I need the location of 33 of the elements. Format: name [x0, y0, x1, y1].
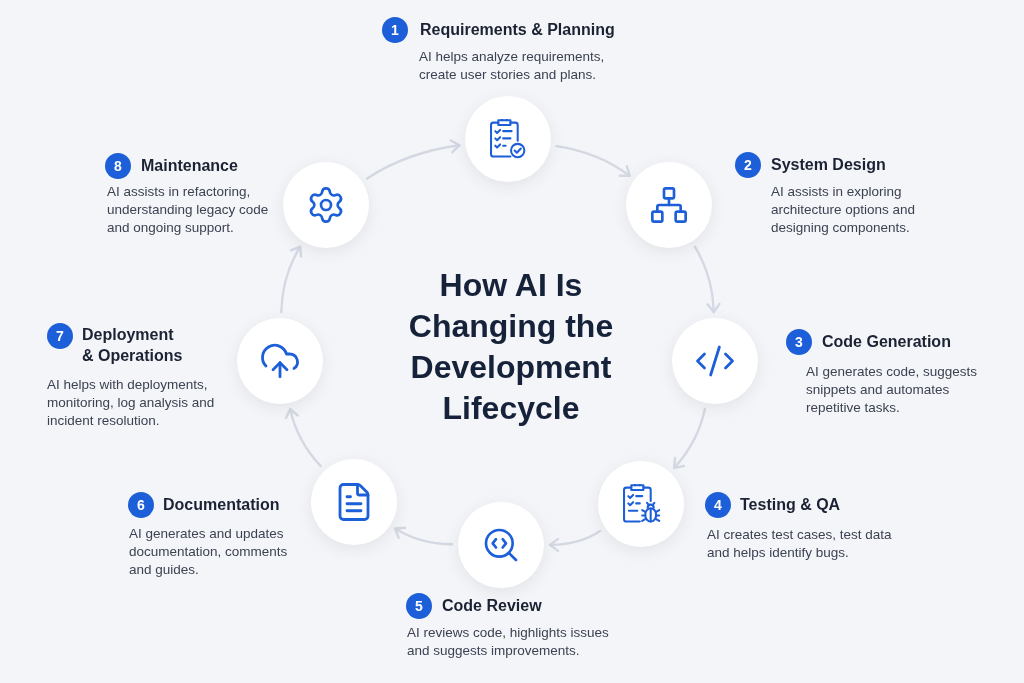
number-badge: 5	[406, 593, 432, 619]
step-description: AI reviews code, highlights issues and suggests improvements.	[407, 624, 610, 660]
number-badge: 2	[735, 152, 761, 178]
arrow	[285, 407, 322, 468]
arrow	[280, 245, 303, 314]
number-badge: 6	[128, 492, 154, 518]
step-description: AI assists in exploring architecture options and designing components.	[771, 183, 917, 237]
step-title: Maintenance	[141, 156, 238, 176]
step-description: AI generates code, suggests snippets and automates repetitive tasks.	[806, 363, 979, 417]
step-title: Code Review	[442, 596, 542, 616]
step-description: AI helps analyze requirements, create user stories and plans.	[419, 48, 606, 84]
step-title: Requirements & Planning	[420, 20, 615, 40]
arrow	[394, 526, 454, 546]
step-description: AI helps with deployments, monitoring, log analysis and incident resolution.	[47, 376, 216, 430]
step-title: Testing & QA	[740, 495, 841, 515]
number-badge: 1	[382, 17, 408, 43]
number-badge: 7	[47, 323, 73, 349]
arrow	[548, 529, 602, 552]
step-description: AI assists in refactoring, understanding legacy code and ongoing support.	[107, 183, 270, 237]
step-title: Documentation	[163, 495, 280, 515]
number-badge: 4	[705, 492, 731, 518]
step-description: AI creates test cases, test data and helps identify bugs.	[707, 526, 893, 562]
step-title: Code Generation	[822, 332, 951, 352]
arrow	[555, 144, 631, 178]
number-badge: 8	[105, 153, 131, 179]
step-title: System Design	[771, 155, 886, 175]
arrow	[693, 245, 721, 314]
number-badge: 3	[786, 329, 812, 355]
step-title: Deployment & Operations	[82, 325, 184, 366]
step-description: AI generates and updates documentation, comments and guides.	[129, 525, 289, 579]
diagram-title: How AI Is Changing the Development Lifecycle	[407, 266, 615, 428]
arrow	[365, 139, 461, 180]
arrow	[672, 407, 707, 470]
